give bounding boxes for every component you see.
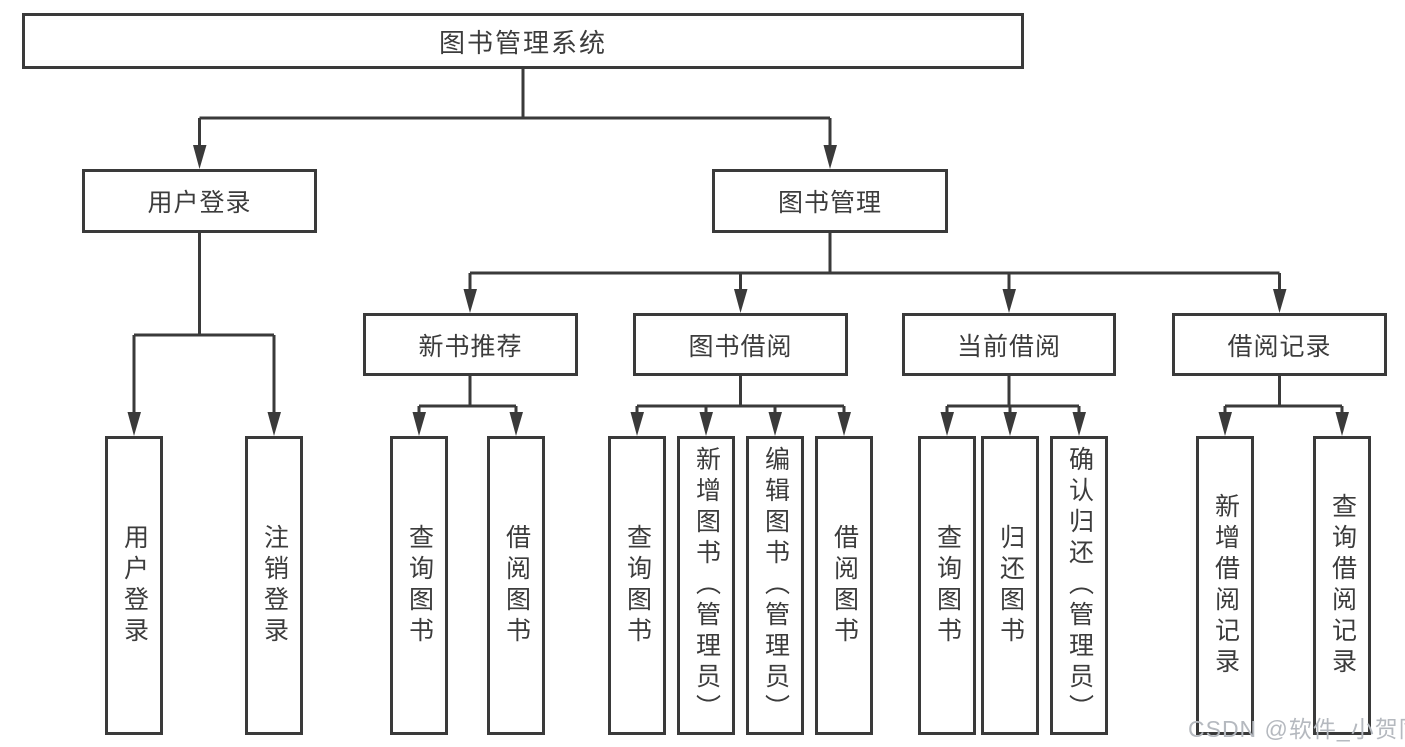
leaf-user-login: 用户登录 <box>105 436 163 735</box>
leaf-add-borrow-record: 新增借阅记录 <box>1196 436 1254 735</box>
leaf-user-login-label: 用户登录 <box>120 523 149 648</box>
node-book-borrowing: 图书借阅 <box>633 313 848 376</box>
leaf-return-book: 归还图书 <box>981 436 1039 735</box>
leaf-query-books-current: 查询图书 <box>918 436 976 735</box>
leaf-logout: 注销登录 <box>245 436 303 735</box>
leaf-logout-label: 注销登录 <box>260 523 289 648</box>
leaf-return-book-label: 归还图书 <box>996 523 1025 648</box>
node-user-login: 用户登录 <box>82 169 317 233</box>
leaf-query-books-borrowing-label: 查询图书 <box>623 523 652 648</box>
leaf-query-books-recommend-label: 查询图书 <box>405 523 434 648</box>
leaf-edit-book-admin: 编辑图书（管理员） <box>746 436 804 735</box>
node-book-management: 图书管理 <box>712 169 948 233</box>
node-book-borrowing-label: 图书借阅 <box>688 332 793 361</box>
leaf-borrow-books-borrowing: 借阅图书 <box>815 436 873 735</box>
node-current-borrowing-label: 当前借阅 <box>956 332 1061 361</box>
arrowheads <box>127 145 1349 436</box>
csdn-watermark: CSDN @软件_小贺同学 <box>1188 716 1405 742</box>
leaf-add-borrow-record-label: 新增借阅记录 <box>1211 492 1240 679</box>
leaf-borrow-books-borrowing-label: 借阅图书 <box>830 523 859 648</box>
leaf-confirm-return-admin-label: 确认归还（管理员） <box>1065 446 1094 725</box>
node-library-system: 图书管理系统 <box>22 13 1024 69</box>
node-library-system-label: 图书管理系统 <box>438 27 607 58</box>
node-new-book-recommend: 新书推荐 <box>363 313 578 376</box>
leaf-confirm-return-admin: 确认归还（管理员） <box>1050 436 1108 735</box>
leaf-query-borrow-record-label: 查询借阅记录 <box>1328 492 1357 679</box>
node-current-borrowing: 当前借阅 <box>902 313 1116 376</box>
leaf-query-books-current-label: 查询图书 <box>933 523 962 648</box>
node-book-management-label: 图书管理 <box>777 189 882 217</box>
node-user-login-label: 用户登录 <box>147 189 252 217</box>
leaf-edit-book-admin-label: 编辑图书（管理员） <box>761 446 790 725</box>
leaf-query-borrow-record: 查询借阅记录 <box>1313 436 1371 735</box>
leaf-query-books-borrowing: 查询图书 <box>608 436 666 735</box>
node-new-book-recommend-label: 新书推荐 <box>418 332 523 361</box>
leaf-add-book-admin: 新增图书（管理员） <box>677 436 735 735</box>
node-borrowing-records-label: 借阅记录 <box>1227 332 1332 361</box>
leaf-add-book-admin-label: 新增图书（管理员） <box>692 446 721 725</box>
node-borrowing-records: 借阅记录 <box>1172 313 1387 376</box>
leaf-query-books-recommend: 查询图书 <box>390 436 448 735</box>
leaf-borrow-books-recommend-label: 借阅图书 <box>502 523 531 648</box>
leaf-borrow-books-recommend: 借阅图书 <box>487 436 545 735</box>
